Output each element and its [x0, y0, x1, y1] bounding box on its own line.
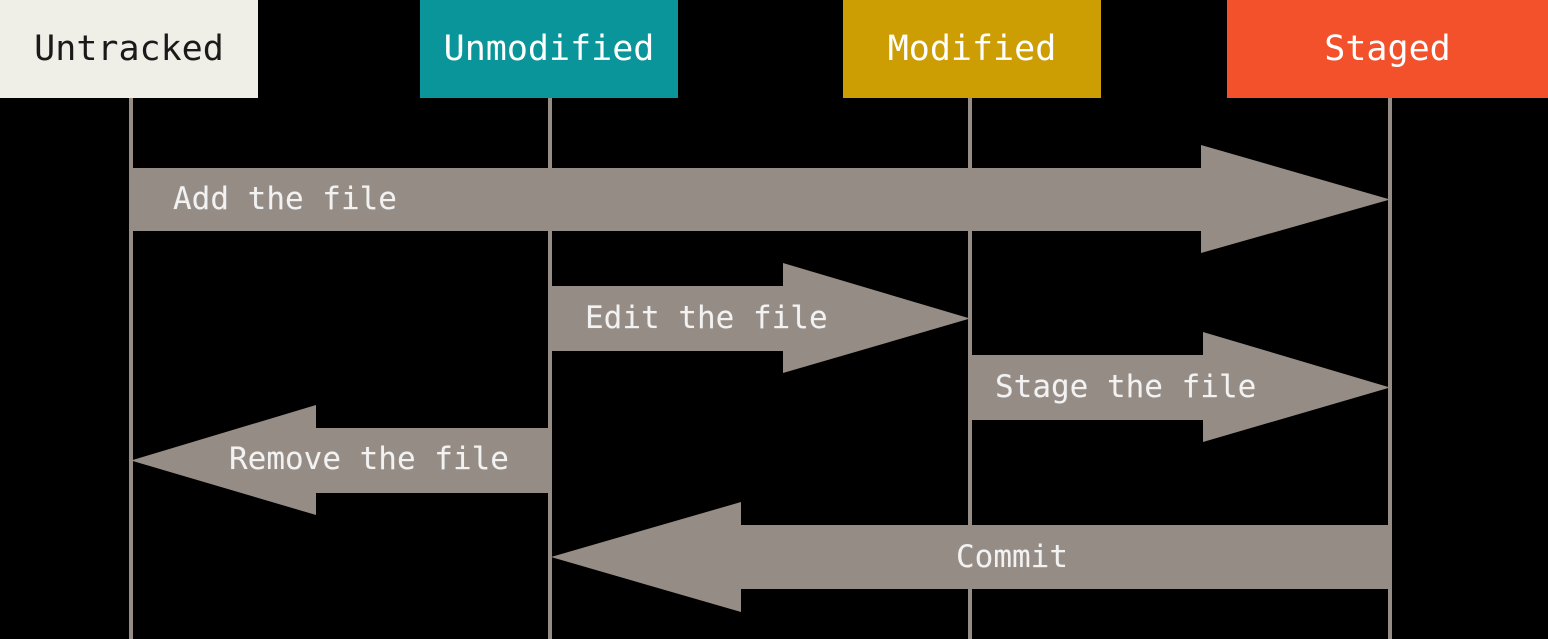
state-box-modified: Modified	[843, 0, 1101, 98]
state-box-unmodified: Unmodified	[420, 0, 678, 98]
state-label-staged: Staged	[1324, 28, 1451, 69]
arrow-shape-edit-the-file	[551, 263, 970, 373]
arrow-remove-the-file	[131, 405, 550, 515]
arrow-shape-stage-the-file	[970, 332, 1390, 442]
lifeline-unmodified	[548, 98, 552, 639]
state-label-modified: Modified	[887, 28, 1057, 69]
arrow-edit-the-file	[551, 263, 970, 373]
arrow-shape-commit	[551, 502, 1390, 612]
lifeline-staged	[1388, 98, 1392, 639]
lifeline-untracked	[129, 98, 133, 639]
arrow-commit	[551, 502, 1390, 612]
arrow-shape-add-the-file	[131, 145, 1390, 253]
state-label-untracked: Untracked	[34, 28, 224, 69]
arrow-stage-the-file	[970, 332, 1390, 442]
arrow-add-the-file	[131, 145, 1390, 253]
state-box-untracked: Untracked	[0, 0, 258, 98]
state-label-unmodified: Unmodified	[443, 28, 655, 69]
arrow-shape-remove-the-file	[131, 405, 550, 515]
state-box-staged: Staged	[1227, 0, 1548, 98]
